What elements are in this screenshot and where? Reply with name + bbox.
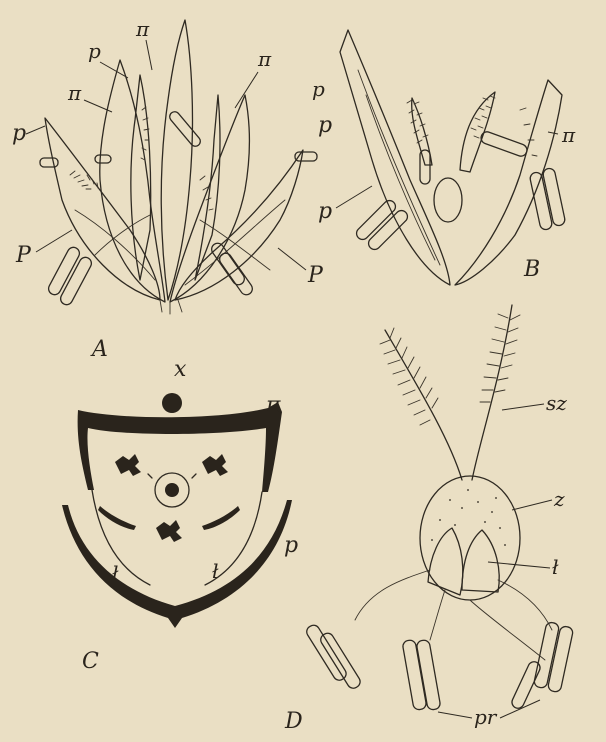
- label-b-pi: π: [561, 123, 576, 147]
- caption-a: A: [90, 337, 108, 362]
- label-c-x: x: [174, 357, 187, 382]
- label-d-sz: sz: [546, 391, 567, 415]
- label-a-p-right: p: [318, 113, 332, 138]
- panel-b-floret: [340, 30, 566, 285]
- label-c-l-right: ł: [212, 559, 219, 583]
- caption-d: D: [284, 709, 303, 734]
- panel-c-labels: x π ł ł p C: [82, 357, 298, 674]
- panel-d-labels: sz z ł pr D: [284, 391, 567, 734]
- label-d-l: ł: [552, 555, 559, 579]
- label-b-p-upper: p: [312, 77, 325, 101]
- label-c-l-left: ł: [112, 561, 119, 585]
- panel-a-spikelet: [40, 20, 317, 314]
- panel-c-floral-diagram: [62, 393, 292, 628]
- panel-d-pistil: [304, 305, 573, 711]
- label-a-pi-left: π: [67, 81, 82, 105]
- label-a-P-left: P: [15, 243, 32, 268]
- label-d-z: z: [553, 487, 565, 511]
- label-d-pr: pr: [474, 705, 498, 729]
- caption-b: B: [523, 257, 540, 282]
- label-a-pi-right: π: [257, 47, 272, 71]
- label-a-P-right: P: [307, 263, 324, 288]
- label-a-pi-top: π: [135, 17, 150, 41]
- label-c-p: p: [284, 533, 298, 558]
- label-a-p-left: p: [12, 121, 26, 146]
- caption-c: C: [82, 649, 99, 674]
- label-c-pi: π: [265, 393, 281, 418]
- label-b-p-lower: p: [318, 199, 332, 224]
- label-a-p-upper-left: p: [88, 39, 101, 63]
